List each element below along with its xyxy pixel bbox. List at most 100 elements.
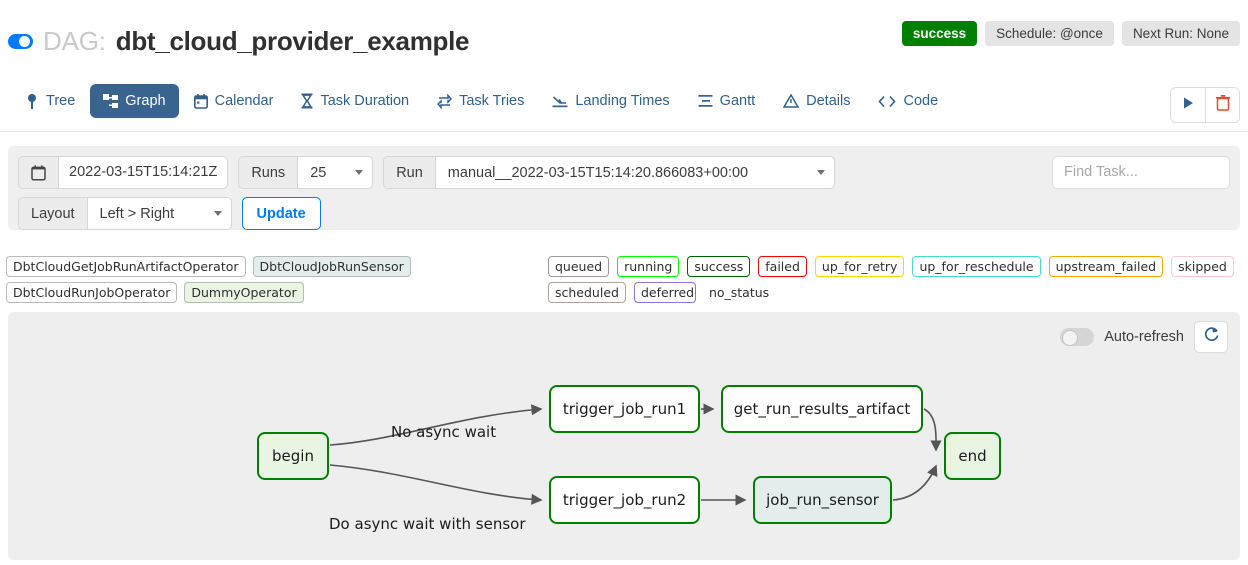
- delete-dag-button[interactable]: [1205, 88, 1239, 122]
- legend-operator: DbtCloudRunJobOperator: [6, 282, 178, 303]
- calendar-icon[interactable]: [18, 156, 58, 189]
- auto-refresh-toggle[interactable]: [1060, 328, 1095, 346]
- graph-node-get-run-results-artifact[interactable]: get_run_results_artifact: [721, 385, 923, 433]
- play-icon: [1181, 96, 1195, 115]
- tab-gantt[interactable]: Gantt: [685, 84, 768, 118]
- code-icon: [878, 95, 897, 108]
- state-legend: queued running success failed up_for_ret…: [548, 256, 1242, 303]
- graph-node-trigger-job-run2[interactable]: trigger_job_run2: [549, 476, 700, 524]
- auto-refresh-label: Auto-refresh: [1104, 329, 1184, 345]
- legend-zone: DbtCloudGetJobRunArtifactOperator DbtClo…: [0, 256, 1248, 306]
- calendar-icon: [193, 93, 208, 109]
- tab-task-tries[interactable]: Task Tries: [424, 84, 537, 118]
- tab-label: Gantt: [719, 93, 756, 109]
- dag-label: DAG:: [43, 26, 106, 56]
- landing-icon: [552, 94, 568, 109]
- graph-icon: [103, 93, 119, 109]
- dag-nav: Tree Graph Calendar Task Duration Task T: [0, 84, 1248, 132]
- legend-state-deferred: deferred: [633, 282, 696, 303]
- trigger-dag-button[interactable]: [1171, 88, 1205, 122]
- status-badge: success: [901, 21, 978, 46]
- warning-triangle-icon: [783, 94, 800, 108]
- legend-state-upstream-failed: upstream_failed: [1048, 256, 1164, 277]
- edge-label-no-async-wait: No async wait: [391, 423, 497, 441]
- operator-legend: DbtCloudGetJobRunArtifactOperator DbtClo…: [6, 256, 526, 303]
- chevron-down-icon: [816, 170, 825, 175]
- tab-list: Tree Graph Calendar Task Duration Task T: [12, 84, 951, 118]
- base-date-input[interactable]: 2022-03-15T15:14:21Z: [58, 156, 229, 189]
- legend-state-skipped: skipped: [1171, 256, 1234, 277]
- legend-operator: DummyOperator: [184, 282, 304, 303]
- legend-state-success: success: [687, 256, 751, 277]
- retry-icon: [437, 93, 453, 109]
- tab-label: Calendar: [214, 93, 274, 109]
- runs-value: 25: [310, 164, 327, 181]
- tab-tree[interactable]: Tree: [12, 84, 88, 118]
- legend-state-up-for-reschedule: up_for_reschedule: [912, 256, 1041, 277]
- chevron-down-icon: [355, 170, 364, 175]
- legend-state-scheduled: scheduled: [548, 282, 626, 303]
- base-date-group: 2022-03-15T15:14:21Z: [18, 156, 229, 189]
- refresh-icon: [1203, 326, 1220, 348]
- layout-select[interactable]: Left > Right: [86, 197, 232, 230]
- graph-edges: [329, 403, 942, 506]
- toolbar-row-1: 2022-03-15T15:14:21Z Runs 25 Run manual_…: [18, 156, 1230, 189]
- toolbar-row-2: Layout Left > Right Update: [18, 197, 1230, 230]
- graph-controls: Auto-refresh: [1060, 321, 1228, 353]
- runs-select[interactable]: 25: [297, 156, 374, 189]
- dag-header: DAG: dbt_cloud_provider_example success …: [0, 0, 1248, 70]
- page-title: dbt_cloud_provider_example: [115, 26, 470, 56]
- hourglass-icon: [301, 93, 313, 109]
- dag-title: DAG: dbt_cloud_provider_example: [8, 26, 469, 57]
- gantt-icon: [698, 94, 713, 108]
- legend-state-up-for-retry: up_for_retry: [814, 256, 905, 277]
- next-run-badge[interactable]: Next Run: None: [1121, 21, 1240, 46]
- layout-value: Left > Right: [99, 205, 175, 222]
- legend-state-failed: failed: [758, 256, 807, 277]
- edge-label-async-wait: Do async wait with sensor: [329, 515, 526, 533]
- legend-state-no-status: no_status: [708, 285, 770, 300]
- tab-label: Task Duration: [320, 93, 410, 109]
- trash-icon: [1215, 94, 1230, 116]
- tab-calendar[interactable]: Calendar: [181, 84, 287, 118]
- graph-canvas-panel: Auto-refresh: [8, 312, 1240, 560]
- dag-action-buttons: [1170, 87, 1240, 123]
- dag-pause-toggle[interactable]: [8, 34, 33, 49]
- tab-label: Tree: [46, 93, 76, 109]
- legend-state-running: running: [617, 256, 680, 277]
- layout-label: Layout: [18, 197, 87, 230]
- tree-icon: [25, 93, 39, 109]
- runs-label: Runs: [238, 156, 298, 189]
- legend-state-queued: queued: [548, 256, 610, 277]
- run-label: Run: [383, 156, 435, 189]
- legend-operator: DbtCloudGetJobRunArtifactOperator: [6, 256, 246, 277]
- tab-label: Graph: [125, 93, 166, 109]
- tab-label: Code: [903, 93, 939, 109]
- tab-details[interactable]: Details: [770, 84, 863, 118]
- graph-node-end[interactable]: end: [944, 432, 1001, 480]
- tab-label: Details: [806, 93, 851, 109]
- tab-task-duration[interactable]: Task Duration: [288, 84, 422, 118]
- tab-graph[interactable]: Graph: [90, 84, 179, 118]
- update-button[interactable]: Update: [241, 197, 321, 230]
- run-value: manual__2022-03-15T15:14:20.866083+00:00: [447, 164, 749, 181]
- run-group: Run manual__2022-03-15T15:14:20.866083+0…: [383, 156, 835, 189]
- run-select[interactable]: manual__2022-03-15T15:14:20.866083+00:00: [434, 156, 835, 189]
- dag-status-badges: success Schedule: @once Next Run: None: [901, 21, 1240, 46]
- dag-graph[interactable]: begin trigger_job_run1 get_run_results_a…: [8, 312, 1240, 560]
- refresh-button[interactable]: [1194, 321, 1228, 353]
- graph-node-trigger-job-run1[interactable]: trigger_job_run1: [549, 385, 700, 433]
- tab-code[interactable]: Code: [865, 84, 951, 118]
- search-input[interactable]: Find Task...: [1052, 156, 1230, 189]
- tab-landing-times[interactable]: Landing Times: [539, 84, 682, 118]
- layout-group: Layout Left > Right: [18, 197, 232, 230]
- graph-node-begin[interactable]: begin: [257, 432, 329, 480]
- graph-node-job-run-sensor[interactable]: job_run_sensor: [753, 476, 892, 524]
- legend-operator: DbtCloudJobRunSensor: [252, 256, 411, 277]
- runs-group: Runs 25: [238, 156, 374, 189]
- tab-label: Task Tries: [459, 93, 525, 109]
- chevron-down-icon: [213, 211, 222, 216]
- graph-toolbar: 2022-03-15T15:14:21Z Runs 25 Run manual_…: [8, 146, 1240, 230]
- schedule-badge[interactable]: Schedule: @once: [985, 21, 1114, 46]
- tab-label: Landing Times: [575, 93, 670, 109]
